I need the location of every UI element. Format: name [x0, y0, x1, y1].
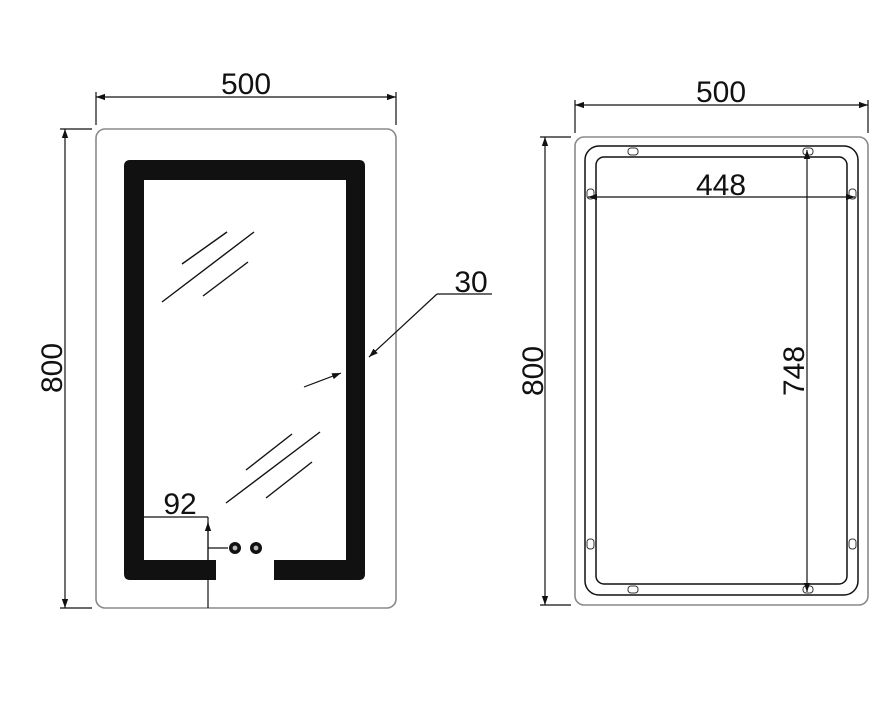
switch-offset-label: 92 — [163, 488, 196, 521]
back-view: 500 800 448 748 — [517, 76, 869, 606]
touch-switch-buttons — [229, 542, 262, 554]
glass-reflection-lines — [161, 231, 321, 504]
front-width-dimension: 500 — [95, 68, 397, 125]
front-view: 500 800 30 92 — [36, 68, 492, 609]
inner-width-dimension: 448 — [588, 169, 855, 202]
front-height-dimension: 800 — [36, 128, 92, 609]
back-height-label: 800 — [517, 346, 550, 396]
back-mirror-panel — [574, 136, 869, 606]
back-mounting-frame-inner — [595, 156, 848, 585]
switch-offset-dimension: 92 — [144, 488, 228, 608]
front-width-label: 500 — [221, 68, 271, 101]
inner-height-label: 748 — [778, 346, 811, 396]
front-height-label: 800 — [36, 343, 69, 393]
back-height-dimension: 800 — [517, 136, 571, 606]
back-mounting-frame-outer — [584, 145, 859, 596]
border-thickness-label: 30 — [454, 266, 487, 299]
back-width-label: 500 — [696, 76, 746, 109]
border-thickness-dimension: 30 — [303, 266, 492, 388]
back-width-dimension: 500 — [574, 76, 869, 133]
inner-width-label: 448 — [696, 169, 746, 202]
inner-height-dimension: 748 — [778, 150, 811, 592]
front-mirror-panel — [95, 128, 397, 609]
